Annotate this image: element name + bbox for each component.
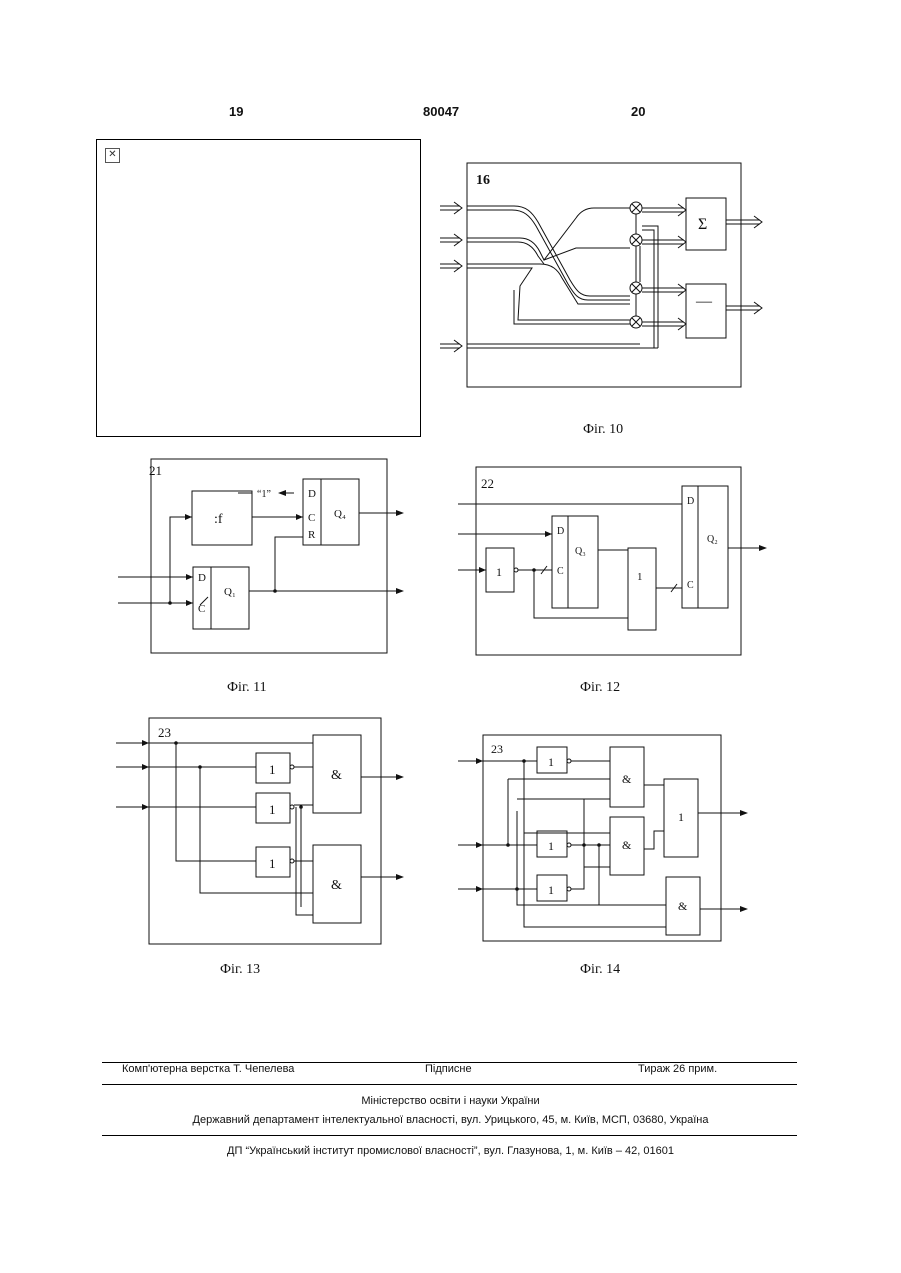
footer-department: Державний департамент інтелектуальної вл… [0, 1114, 901, 1126]
figure-13-block-label: 23 [158, 725, 171, 740]
trigger-q2-c: C [687, 580, 694, 591]
figure-14-block-label: 23 [491, 742, 503, 756]
figure-14-or-gate: 1 [678, 810, 684, 824]
trigger-q3-d: D [557, 526, 564, 537]
figure-12-diagram: 22 1 D C Q₃ 1 D C Q₂ [455, 464, 767, 660]
figure-14-inverter-2: 1 [548, 839, 554, 853]
footer-signed: Підписне [425, 1063, 472, 1075]
figure-14-diagram: 23 1 1 1 & & 1 & [458, 733, 750, 945]
figure-11-caption: Фіг. 11 [227, 680, 267, 696]
footer-ministry: Міністерство освіти і науки України [0, 1095, 901, 1107]
trigger-q4-r: R [308, 529, 316, 541]
minus-symbol: — [695, 293, 713, 310]
figure-13-inverter-1: 1 [269, 762, 276, 777]
figure-12-or-gate: 1 [637, 571, 643, 583]
figure-13-inverter-2: 1 [269, 802, 276, 817]
figure-10-block-label: 16 [476, 173, 490, 188]
figure-14-and-1: & [622, 772, 632, 786]
figure-13-and-1: & [331, 768, 342, 783]
figure-14-and-2: & [622, 838, 632, 852]
trigger-q1-c: C [198, 603, 205, 615]
constant-one-label: “1” [257, 489, 271, 500]
trigger-q1-label: Q₁ [224, 586, 236, 598]
divider-label: :f [214, 512, 223, 527]
trigger-q2-d: D [687, 496, 694, 507]
footer-circulation: Тираж 26 прим. [638, 1063, 717, 1075]
figure-11-block-label: 21 [149, 463, 162, 478]
broken-image-icon: ✕ [105, 148, 120, 163]
figure-14-inverter-1: 1 [548, 755, 554, 769]
trigger-q4-c: C [308, 512, 315, 524]
figure-12-block-label: 22 [481, 476, 494, 491]
figure-14-inverter-3: 1 [548, 883, 554, 897]
figure-14-caption: Фіг. 14 [580, 962, 620, 978]
document-number: 80047 [423, 104, 459, 119]
footer-rule-bottom [102, 1135, 797, 1136]
trigger-q3-c: C [557, 566, 564, 577]
footer-institute: ДП “Український інститут промислової вла… [0, 1145, 901, 1157]
figure-13-caption: Фіг. 13 [220, 962, 260, 978]
broken-image-placeholder: ✕ [96, 139, 421, 437]
figure-10-diagram: 16 Σ — [440, 160, 770, 392]
page-number-left: 19 [229, 104, 243, 119]
footer-rule-middle [102, 1084, 797, 1085]
trigger-q4-label: Q₄ [334, 508, 346, 520]
sum-symbol: Σ [698, 216, 707, 233]
figure-11-diagram: 21 :f “1” D C R Q₄ D C Q₁ [118, 457, 408, 657]
figure-10-caption: Фіг. 10 [583, 422, 623, 438]
figure-12-inverter: 1 [496, 565, 502, 579]
figure-13-inverter-3: 1 [269, 856, 276, 871]
figure-12-caption: Фіг. 12 [580, 680, 620, 696]
trigger-q4-d: D [308, 488, 316, 500]
figure-14-and-3: & [678, 899, 688, 913]
trigger-q1-d: D [198, 572, 206, 584]
figure-13-diagram: 23 1 1 1 & & [116, 715, 408, 947]
trigger-q2-label: Q₂ [707, 534, 718, 545]
footer-layout-credit: Комп'ютерна верстка Т. Чепелева [122, 1063, 294, 1075]
trigger-q3-label: Q₃ [575, 546, 586, 557]
page-number-right: 20 [631, 104, 645, 119]
figure-13-and-2: & [331, 878, 342, 893]
